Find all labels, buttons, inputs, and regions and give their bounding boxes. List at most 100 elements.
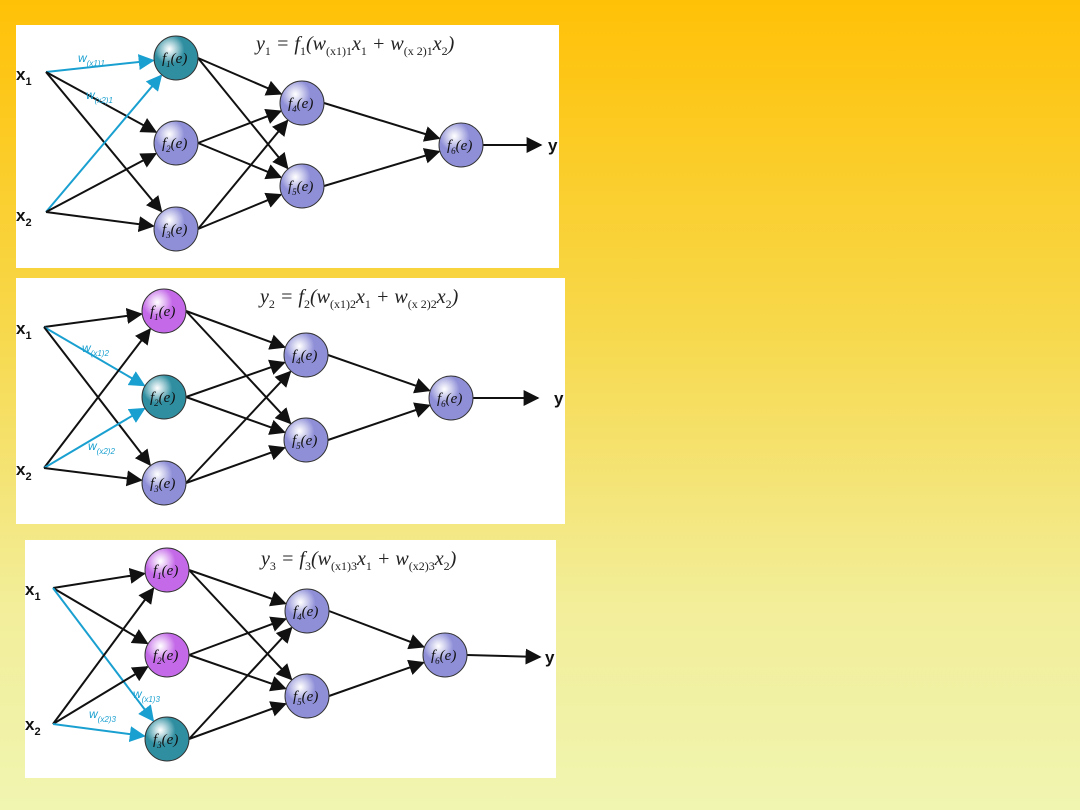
output-label-y: y (548, 136, 558, 155)
weight-label-1: w(x1)3 (133, 687, 160, 704)
svg-text:f3(e): f3(e) (162, 222, 187, 240)
edge-x2-f1 (43, 328, 152, 469)
edge-f2-f5 (188, 654, 287, 692)
edge-f2-f4 (188, 616, 287, 656)
edge-x1-f2 (52, 587, 149, 645)
edge-x1-f1 (45, 54, 155, 73)
svg-text:f6(e): f6(e) (437, 391, 462, 409)
edge-x1-f2 (45, 71, 158, 133)
edge-f3-f5 (185, 445, 286, 484)
edge-f2-f5 (185, 396, 286, 435)
edge-x1-f1 (43, 308, 143, 328)
edge-output (466, 648, 542, 665)
edge-f3-f5 (197, 192, 283, 230)
neuron-f1: f1(e) (141, 288, 187, 334)
edge-f3-f4 (188, 626, 293, 740)
neuron-f2: f2(e) (141, 374, 187, 420)
edge-f2-f5 (197, 142, 283, 180)
svg-text:f5(e): f5(e) (293, 689, 318, 707)
network-panel-3: y3 = f3(w(x1)3x1 + w(x2)3x2) f1(e)f2(e)f… (25, 540, 556, 778)
edge-x2-f2 (45, 152, 158, 213)
edge-x2-f3 (45, 211, 155, 233)
network-diagram-3: f1(e) f2(e) f3(e) f4(e) f5(e) f6(e) x1 x2 y w(x1)… (25, 547, 555, 762)
svg-text:f2(e): f2(e) (153, 648, 178, 666)
edge-x1-f3 (52, 587, 155, 722)
network-diagram-1: f1(e) f2(e) f3(e) f4(e) f5(e) f6(e) x1 x2 y w(x1)… (16, 35, 558, 252)
neuron-f2: f2(e) (144, 632, 190, 678)
weight-label-2: w(x2)3 (89, 707, 116, 724)
network-diagram-2: f1(e) f2(e) f3(e) f4(e) f5(e) f6(e) x1 x2 y w(x1)… (16, 288, 564, 506)
edge-f1-f5 (185, 310, 292, 425)
edge-f4-f6 (323, 102, 441, 142)
input-label-x1: x1 (16, 319, 32, 342)
svg-text:f1(e): f1(e) (150, 304, 175, 322)
svg-text:f5(e): f5(e) (292, 433, 317, 451)
edge-x1-f2 (43, 326, 146, 387)
edge-x1-f1 (52, 567, 146, 589)
edge-x2-f2 (52, 666, 149, 725)
svg-text:f3(e): f3(e) (153, 732, 178, 750)
svg-text:f6(e): f6(e) (431, 648, 456, 666)
edge-f5-f6 (323, 148, 441, 187)
neuron-f6: f6(e) (428, 375, 474, 421)
input-label-x2: x2 (16, 206, 32, 229)
output-label-y: y (554, 389, 564, 408)
svg-text:f2(e): f2(e) (162, 136, 187, 154)
svg-text:f2(e): f2(e) (150, 390, 175, 408)
network-panel-2: y2 = f2(w(x1)2x1 + w(x 2)2x2) f1(e) f2(e)… (16, 278, 565, 524)
svg-text:f4(e): f4(e) (293, 604, 318, 622)
svg-text:f4(e): f4(e) (288, 96, 313, 114)
edge-x2-f3 (43, 467, 143, 487)
svg-text:f1(e): f1(e) (153, 563, 178, 581)
weight-label-2: w(x2)2 (88, 439, 115, 456)
neuron-f5: f5(e) (284, 673, 330, 719)
edge-x2-f1 (45, 74, 163, 213)
edge-f1-f5 (197, 57, 289, 170)
neuron-f6: f6(e) (422, 632, 468, 678)
formula-1: y1 = f1(w(x1)1x1 + w(x 2)1x2) (256, 33, 455, 58)
edge-x1-f3 (43, 326, 151, 467)
edge-f4-f6 (327, 354, 431, 394)
neuron-f4: f4(e) (283, 332, 329, 378)
edge-f3-f4 (197, 119, 289, 230)
neuron-f2: f2(e) (153, 120, 199, 166)
edge-f1-f4 (188, 569, 287, 607)
input-label-x2: x2 (16, 460, 32, 483)
formula-2: y2 = f2(w(x1)2x1 + w(x 2)2x2) (260, 286, 459, 311)
edge-f5-f6 (328, 659, 425, 697)
network-panel-1: y1 = f1(w(x1)1x1 + w(x 2)1x2) f1(e) f2(e)… (16, 25, 559, 268)
edge-f5-f6 (327, 402, 431, 441)
input-label-x1: x1 (16, 65, 32, 88)
edge-x2-f3 (52, 723, 146, 743)
input-label-x2: x2 (25, 715, 41, 738)
svg-text:f6(e): f6(e) (447, 138, 472, 156)
neuron-f4: f4(e) (279, 80, 325, 126)
neuron-f4: f4(e) (284, 588, 330, 634)
svg-text:f3(e): f3(e) (150, 476, 175, 494)
weight-label-2: w(x2)1 (86, 88, 113, 105)
neuron-f1: f1(e) (153, 35, 199, 81)
edge-f1-f4 (197, 57, 283, 96)
weight-label-1: w(x1)1 (78, 51, 105, 68)
output-label-y: y (545, 648, 555, 667)
edge-f2-f4 (197, 108, 283, 144)
edge-x2-f2 (43, 407, 146, 469)
input-label-x1: x1 (25, 580, 41, 603)
neuron-f3: f3(e) (153, 206, 199, 252)
edge-x2-f1 (52, 587, 155, 725)
neuron-f1: f1(e) (144, 547, 190, 593)
weight-label-1: w(x1)2 (82, 341, 109, 358)
edge-f3-f5 (188, 701, 287, 740)
svg-text:f4(e): f4(e) (292, 348, 317, 366)
edge-f1-f5 (188, 569, 293, 681)
svg-text:f5(e): f5(e) (288, 179, 313, 197)
edge-f4-f6 (328, 610, 425, 650)
edge-f2-f4 (185, 359, 286, 398)
neuron-f5: f5(e) (283, 417, 329, 463)
neuron-f3: f3(e) (144, 716, 190, 762)
neuron-f5: f5(e) (279, 163, 325, 209)
formula-3: y3 = f3(w(x1)3x1 + w(x2)3x2) (261, 548, 457, 573)
edge-f1-f4 (185, 310, 286, 350)
neuron-f3: f3(e) (141, 460, 187, 506)
edge-x1-f3 (45, 71, 163, 213)
